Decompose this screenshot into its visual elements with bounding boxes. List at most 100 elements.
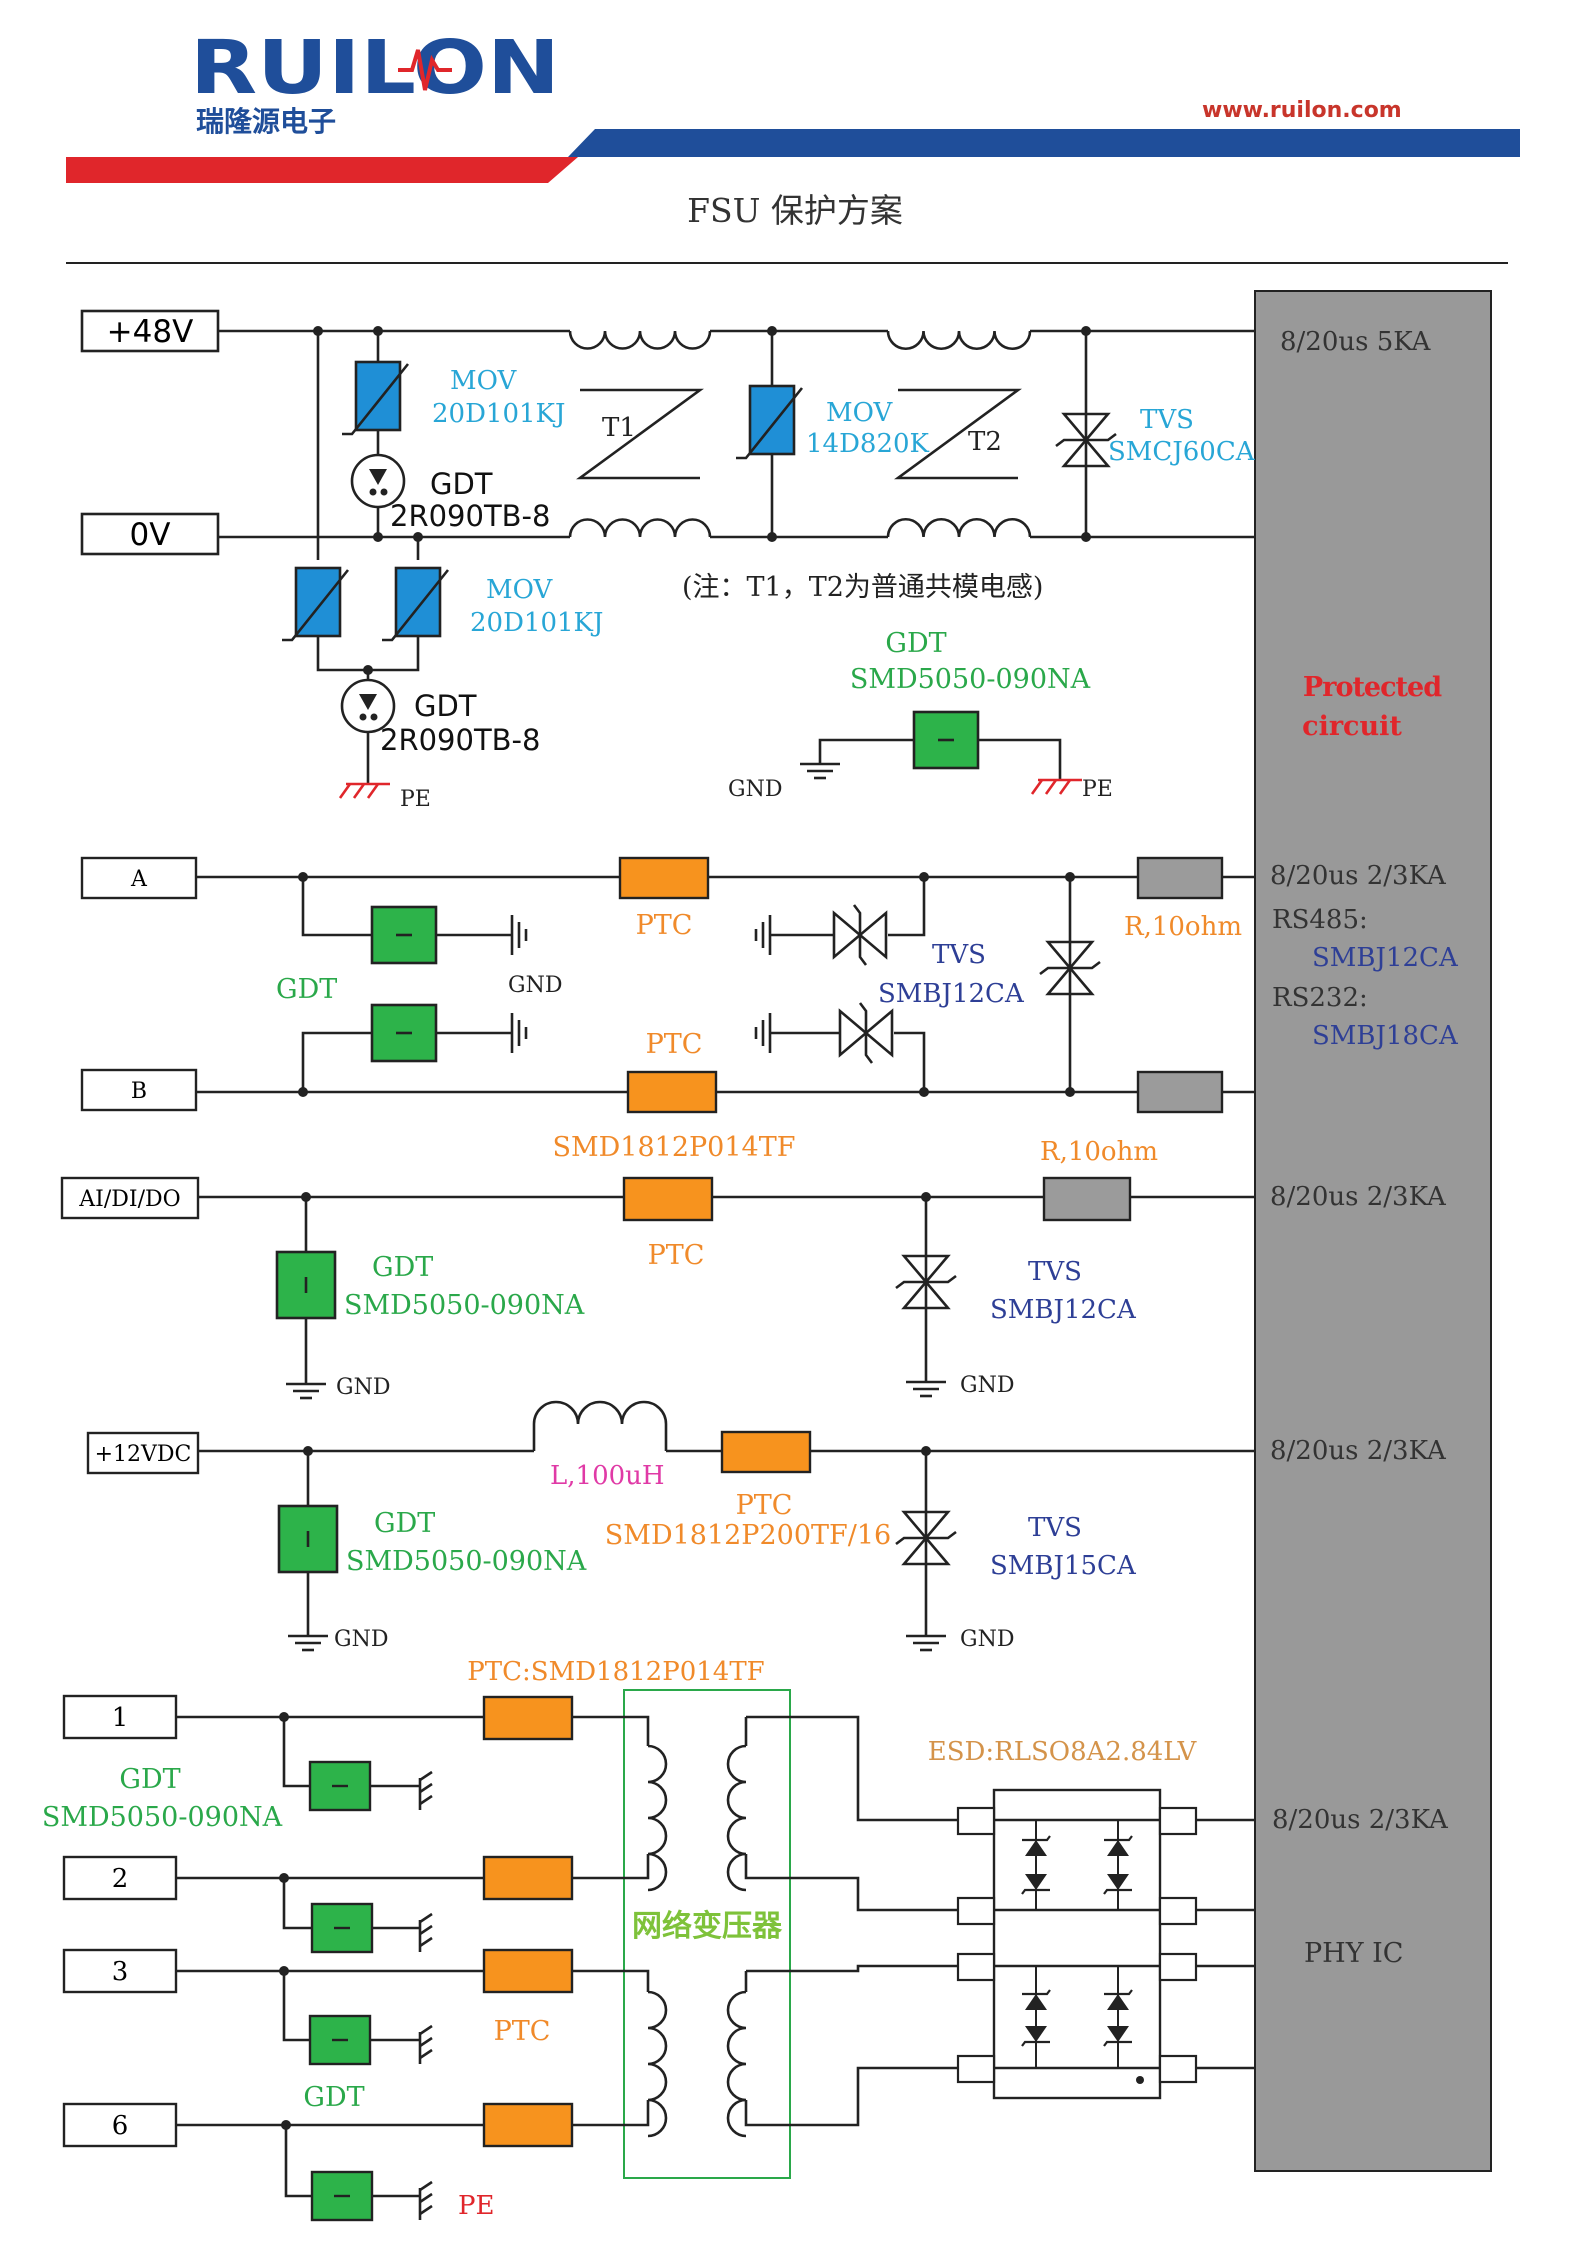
vdc-ptc-part: SMD1812P200TF/16 [605, 1520, 891, 1551]
aidi-tvs-type: TVS [1028, 1257, 1082, 1287]
tvs-gnd-b-icon [754, 1011, 772, 1055]
eth-esd: ESD:RLSO8A2.84LV [928, 1737, 1198, 1767]
gdt-aidi-icon [275, 1250, 337, 1320]
port-1-label: 1 [112, 1703, 129, 1733]
protected-label-line1: Protected [1303, 672, 1442, 703]
pe-icon [1030, 778, 1084, 796]
t1-label: T1 [602, 413, 636, 443]
tvs-b-icon [838, 1001, 894, 1065]
port-2-box [62, 1855, 178, 1901]
rs485-part: SMBJ12CA [1312, 943, 1459, 973]
mov2-type: MOV [486, 575, 553, 605]
logo-heartbeat-icon [398, 49, 452, 91]
inductor-note: (注：T1，T2为普通共模电感) [682, 572, 1043, 603]
gnd-12vdc-1-icon [286, 1634, 330, 1652]
input-12vdc-box [86, 1431, 200, 1475]
aidi-rating: 8/20us 2/3KA [1270, 1182, 1447, 1212]
vdc-gdt-type: GDT [374, 1508, 435, 1539]
mov3-part: 14D820K [806, 429, 930, 459]
resistor-aidi [1042, 1176, 1132, 1222]
eth-ptc-2 [482, 1855, 574, 1901]
input-b-label: B [131, 1079, 147, 1104]
eth-ptc-label: PTC [494, 2016, 551, 2047]
logo-wordmark: RUILON [190, 25, 560, 111]
rs485-label: RS485: [1272, 905, 1368, 935]
mov-14d820k-icon [734, 384, 804, 460]
gnd-label: GND [728, 777, 782, 802]
gdt3-part: SMD5050-090NA [850, 664, 1091, 695]
ptc-b-label: PTC [646, 1029, 703, 1060]
rs232-label: RS232: [1272, 983, 1368, 1013]
gdt-smd5050-icon [912, 710, 980, 770]
ptc-b [626, 1070, 718, 1114]
input-0v-label: 0V [130, 517, 171, 553]
aidi-tvs-part: SMBJ12CA [990, 1295, 1137, 1325]
pe-1-icon [418, 1770, 434, 1812]
esd-chip [992, 1788, 1162, 2100]
rs-rating: 8/20us 2/3KA [1270, 861, 1447, 891]
tvs-a-icon [832, 903, 888, 967]
input-48v-label: +48V [107, 314, 194, 350]
gdt3-type: GDT [885, 628, 946, 659]
gnd-aidi-1-icon [284, 1382, 328, 1400]
eth-ptc-top: PTC:SMD1812P014TF [467, 1657, 764, 1687]
logo-subtitle: 瑞隆源电子 [196, 105, 336, 138]
mov-20d101kj-left-icon [280, 566, 350, 642]
port-3-label: 3 [112, 1957, 129, 1987]
ptc-part-label: SMD1812P014TF [553, 1132, 796, 1163]
resistor-a [1136, 856, 1224, 900]
power-rating: 8/20us 5KA [1280, 327, 1432, 357]
aidi-section: AI/DI/DO R,10ohm PTC GDT SMD5050-090NA G… [60, 1137, 1447, 1400]
company-url: www.ruilon.com [1202, 98, 1402, 123]
mov2-part: 20D101KJ [470, 608, 603, 638]
transformer-label: 网络变压器 [632, 1909, 783, 1944]
eth-gdt-part: SMD5050-090NA [42, 1802, 283, 1833]
protected-circuit-block [1254, 290, 1492, 2172]
ptc-12vdc [720, 1430, 812, 1474]
tvs-gnd-a-icon [754, 913, 772, 957]
phy-ic-label: PHY IC [1304, 1938, 1403, 1969]
eth-section: PTC:SMD1812P014TF ESD:RLSO8A2.84LV 1 2 3… [42, 1657, 1449, 2222]
gdt1-type: GDT [430, 467, 493, 501]
protected-label-line2: circuit [1302, 711, 1402, 742]
pe-ground-icon [338, 782, 392, 800]
gnd-b-icon [510, 1011, 528, 1055]
input-12vdc-label: +12VDC [95, 1442, 192, 1467]
pe-2-icon [418, 1912, 434, 1954]
pe-6-icon [418, 2180, 434, 2222]
rs-gnd-label: GND [508, 973, 562, 998]
gdt-b-icon [370, 1003, 438, 1063]
gdt2-type: GDT [414, 689, 477, 723]
pe-3-icon [418, 2024, 434, 2066]
mov1-part: 20D101KJ [432, 399, 565, 429]
mov-20d101kj-icon [340, 360, 410, 436]
vdc-tvs-part: SMBJ15CA [990, 1551, 1137, 1581]
tvs-power-part: SMCJ60CA [1108, 437, 1256, 467]
eth-ptc-3 [482, 1948, 574, 1994]
gnd-icon [798, 762, 842, 780]
input-a-box [80, 856, 198, 900]
mov3-type: MOV [826, 398, 893, 428]
aidi-gnd1-label: GND [336, 1375, 390, 1400]
port-6-label: 6 [112, 2111, 129, 2141]
aidi-gnd2-label: GND [960, 1373, 1014, 1398]
eth-rating: 8/20us 2/3KA [1272, 1805, 1449, 1835]
rs232-part: SMBJ18CA [1312, 1021, 1459, 1051]
input-aidi-label: AI/DI/DO [78, 1187, 180, 1212]
ptc-aidi [622, 1176, 714, 1222]
inductor-label: L,100uH [550, 1461, 665, 1491]
eth-ptc-1 [482, 1695, 574, 1741]
aidi-res-label: R,10ohm [1040, 1137, 1158, 1167]
port-6-box [62, 2102, 178, 2148]
gnd-a-icon [510, 913, 528, 957]
rs-section: A B GDT GND [80, 856, 1459, 1163]
page-title: FSU 保护方案 [687, 191, 903, 230]
input-a-label: A [130, 867, 148, 892]
t2-label: T2 [968, 427, 1002, 457]
port-3-box [62, 1948, 178, 1994]
gdt2-part: 2R090TB-8 [380, 723, 540, 757]
vdc-gdt-part: SMD5050-090NA [346, 1546, 587, 1577]
vdc-rating: 8/20us 2/3KA [1270, 1436, 1447, 1466]
input-0v-box [80, 512, 220, 556]
